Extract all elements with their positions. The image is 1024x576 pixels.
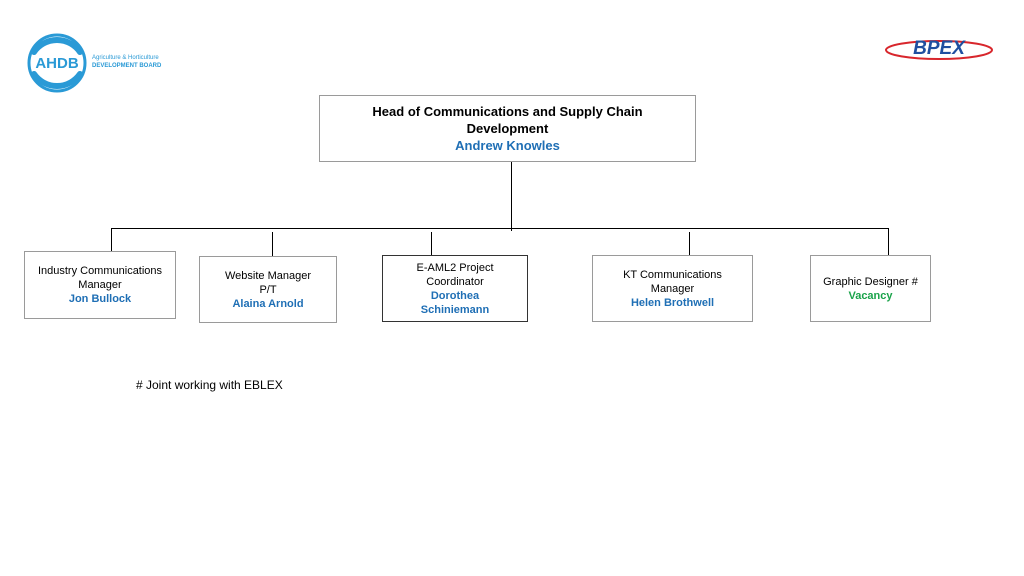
head-title-line1: Head of Communications and Supply Chain	[372, 104, 643, 119]
role-line1: Graphic Designer #	[823, 275, 918, 288]
drop-connector-4	[689, 232, 690, 255]
head-title-line2: Development	[466, 121, 549, 136]
footnote: # Joint working with EBLEX	[136, 378, 283, 392]
person-name-line1: Dorothea	[430, 289, 480, 302]
drop-connector-2	[272, 232, 273, 256]
drop-connector-1	[111, 228, 112, 251]
role-line1: Industry Communications	[37, 265, 163, 277]
person-name: Vacancy	[848, 289, 893, 302]
ahdb-logo-mark-text: AHDB	[35, 55, 78, 72]
role-line2: Manager	[650, 282, 695, 295]
ahdb-logo-line2: DEVELOPMENT BOARD	[92, 63, 162, 69]
role-line2: Manager	[78, 279, 122, 291]
ahdb-logo-mark: AHDB	[27, 33, 87, 93]
org-head-box: Head of Communications and Supply Chain …	[319, 95, 696, 162]
ahdb-logo-line1: Agriculture & Horticulture	[92, 55, 159, 61]
org-box-kt-communications: KT Communications Manager Helen Brothwel…	[592, 255, 753, 322]
horizontal-connector	[111, 228, 889, 229]
ahdb-logo: AHDB Agriculture & Horticulture DEVELOPM…	[26, 32, 176, 94]
person-name: Helen Brothwell	[630, 296, 715, 309]
person-name: Jon Bullock	[68, 293, 132, 305]
role-line1: E-AML2 Project	[416, 261, 494, 274]
person-name-line2: Schiniemann	[420, 303, 490, 316]
org-box-project-coordinator: E-AML2 Project Coordinator Dorothea Schi…	[382, 255, 528, 322]
bpex-logo: BPEX	[882, 34, 996, 64]
role-line2: Coordinator	[426, 275, 484, 288]
drop-connector-3	[431, 232, 432, 255]
bpex-logo-text: BPEX	[913, 38, 966, 59]
org-box-graphic-designer: Graphic Designer # Vacancy	[810, 255, 931, 322]
org-box-website-manager: Website Manager P/T Alaina Arnold	[199, 256, 337, 323]
bpex-logo-mark: BPEX	[885, 38, 993, 60]
drop-connector-5	[888, 228, 889, 255]
role-line1: KT Communications	[623, 268, 722, 281]
head-name: Andrew Knowles	[455, 138, 560, 153]
head-connector	[511, 161, 512, 231]
org-box-industry-communications: Industry Communications Manager Jon Bull…	[24, 251, 176, 319]
person-name: Alaina Arnold	[232, 297, 304, 310]
role-line2: P/T	[259, 283, 277, 296]
role-line1: Website Manager	[224, 269, 311, 282]
